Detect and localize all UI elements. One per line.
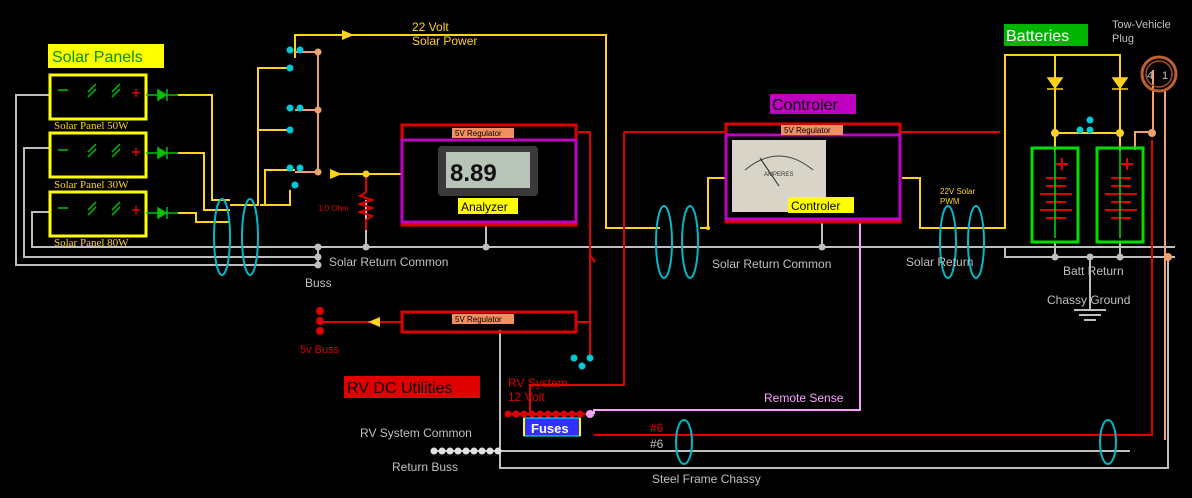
rv-dc-utilities-title: RV DC Utilities bbox=[347, 380, 453, 397]
controler-title: Controler bbox=[772, 97, 838, 114]
rv-switch bbox=[570, 354, 594, 370]
solar-panels-group bbox=[48, 73, 178, 238]
resistor-label: 1.0 Ohm bbox=[318, 204, 349, 213]
plug-label-1: Tow-Vehicle bbox=[1112, 19, 1171, 31]
solar-return-common-2: Solar Return Common bbox=[712, 257, 831, 271]
tow-plug bbox=[1140, 55, 1178, 93]
buss-label: Buss bbox=[305, 276, 332, 290]
wire-6-red-label: #6 bbox=[650, 421, 664, 435]
solar-power-label-1: 22 Volt bbox=[412, 20, 449, 34]
solar-panels-title: Solar Panels bbox=[52, 49, 143, 66]
analyzer-label: Analyzer bbox=[461, 200, 508, 214]
rv-system-common-label: RV System Common bbox=[360, 426, 472, 440]
batteries-title: Batteries bbox=[1006, 28, 1069, 45]
rv-system-label-1: RV System bbox=[508, 376, 568, 390]
steel-frame-label: Steel Frame Chassy bbox=[652, 472, 761, 486]
analyzer-device bbox=[400, 123, 578, 227]
fuse-terminals bbox=[504, 410, 584, 418]
pwm-label-1: 22V Solar bbox=[940, 187, 975, 196]
plug-pin-1: 1 bbox=[1162, 70, 1168, 82]
panel-80-label: Solar Panel 80W bbox=[54, 237, 129, 249]
panel-50-label: Solar Panel 50W bbox=[54, 120, 129, 132]
plug-pin-4: 4 bbox=[1147, 70, 1153, 82]
fuses-label: Fuses bbox=[531, 421, 569, 436]
return-buss-terminals bbox=[430, 447, 502, 455]
meter-reading: 8.89 bbox=[450, 160, 497, 187]
cable-clamps bbox=[213, 198, 1117, 465]
regulator-label-lower: 5V Regulator bbox=[455, 315, 502, 324]
return-wires bbox=[15, 94, 1175, 469]
buss-5v-label: 5v Buss bbox=[300, 344, 340, 356]
rv-system-label-2: 12 Volt bbox=[508, 390, 545, 404]
solar-power-label-2: Solar Power bbox=[412, 34, 477, 48]
rv-dc-utilities-bg bbox=[344, 376, 480, 398]
pwm-label-2: PWM bbox=[940, 197, 960, 206]
positive-wires bbox=[320, 131, 1153, 436]
remote-sense-label: Remote Sense bbox=[764, 391, 844, 405]
solar-return-label: Solar Return bbox=[906, 255, 973, 269]
plug-label-2: Plug bbox=[1112, 33, 1134, 45]
shunt-resistor bbox=[356, 174, 376, 230]
remote-sense-wire bbox=[593, 222, 861, 414]
chassy-ground-label: Chassy Ground bbox=[1047, 293, 1130, 307]
regulator-label-controler: 5V Regulator bbox=[784, 126, 831, 135]
flow-arrows bbox=[330, 30, 354, 179]
controler-device bbox=[724, 94, 902, 224]
panel-switches bbox=[286, 46, 322, 189]
controler-label: Controler bbox=[791, 199, 840, 213]
buss-5v-terminals bbox=[316, 307, 324, 335]
solar-return-common-1: Solar Return Common bbox=[329, 255, 448, 269]
regulator-label-analyzer: 5V Regulator bbox=[455, 129, 502, 138]
buss-terminals bbox=[314, 243, 322, 269]
wire-6-gray-label: #6 bbox=[650, 437, 664, 451]
return-buss-label: Return Buss bbox=[392, 460, 458, 474]
arrow-5v bbox=[368, 317, 380, 327]
title-labels bbox=[48, 44, 164, 68]
batt-return-label: Batt Return bbox=[1063, 264, 1124, 278]
batteries-group bbox=[1004, 24, 1172, 261]
regulator-5v-lower bbox=[400, 310, 578, 334]
ground-symbol bbox=[1074, 309, 1106, 321]
meter-unit: AMPERES bbox=[764, 172, 793, 178]
panel-30-label: Solar Panel 30W bbox=[54, 179, 129, 191]
